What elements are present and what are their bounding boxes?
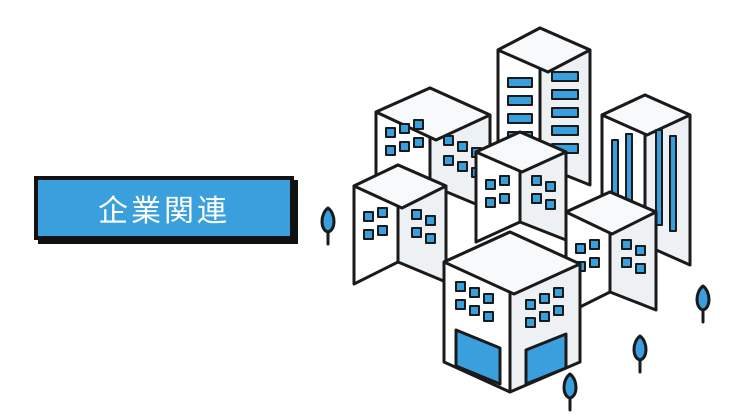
tree-icon [695,284,711,324]
building-icon [474,130,568,244]
tree-icon [320,206,336,246]
building-icon [442,230,582,394]
building-icon [564,190,658,316]
category-label-text: 企業関連 [98,194,230,229]
category-label: 企業関連 [34,176,294,240]
tree-icon [562,372,578,412]
tree-icon [632,334,648,374]
building-icon [352,163,448,286]
